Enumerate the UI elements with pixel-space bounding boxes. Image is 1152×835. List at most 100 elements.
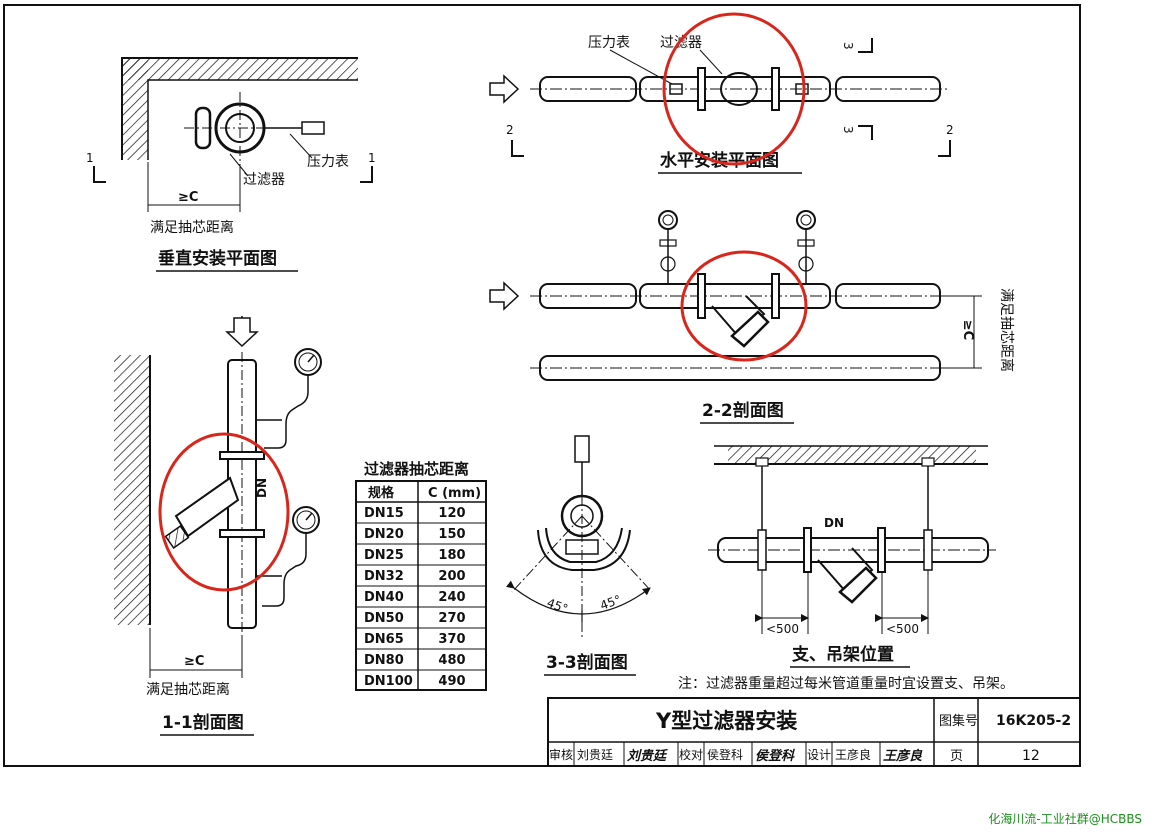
flange-sup-left <box>803 527 812 573</box>
gauge-tap-right <box>795 83 809 95</box>
gauge-tap-left <box>669 83 683 95</box>
y-body-33 <box>545 527 623 563</box>
dim-c-label: ≥C <box>178 190 198 205</box>
pressure-gauge-22-right-icon <box>796 210 816 230</box>
dim-c-label-11: ≥C <box>184 654 204 669</box>
review-label: 审核 <box>549 747 573 762</box>
table-grid <box>356 501 486 671</box>
wall-hatch-side <box>122 58 148 160</box>
section-cut-1-left <box>93 166 106 183</box>
table-cell-c: 370 <box>438 632 465 647</box>
flange-22-right <box>771 273 780 319</box>
flow-arrow-down-icon <box>225 317 259 348</box>
flow-arrow-right-icon-22 <box>489 281 520 311</box>
table-title: 过滤器抽芯距离 <box>364 460 469 478</box>
view-title-section-11: 1-1剖面图 <box>162 712 244 733</box>
table-cell-c: 120 <box>438 506 465 521</box>
atlas-number: 16K205-2 <box>996 713 1071 729</box>
gauge-33 <box>574 435 590 463</box>
section-mark-1-right: 1 <box>368 151 376 165</box>
page-number: 12 <box>1022 748 1040 764</box>
designer-signature: 王彦良 <box>883 748 923 764</box>
section-mark-2-right: 2 <box>946 123 954 137</box>
dim-text: 满足抽芯距离 <box>150 219 234 236</box>
flange-top <box>219 451 265 460</box>
page-label: 页 <box>950 749 963 764</box>
section-cut-1-right <box>360 166 373 183</box>
table-cell-spec: DN15 <box>364 506 404 521</box>
table-header-c: C (mm) <box>428 486 481 501</box>
section-mark-3-bottom: 3 <box>841 126 855 134</box>
dim-500-right-label: <500 <box>886 622 919 636</box>
angle-label-right: 45° <box>598 592 623 612</box>
table-cell-spec: DN65 <box>364 632 404 647</box>
table-cell-spec: DN50 <box>364 611 404 626</box>
table-cell-spec: DN25 <box>364 548 404 563</box>
table-cell-c: 490 <box>438 674 465 689</box>
ceiling-hatch <box>728 446 976 464</box>
label-dn-support: DN <box>824 516 844 530</box>
angle-label-left: 45° <box>545 596 570 616</box>
checker-name: 侯登科 <box>707 747 743 762</box>
table-cell-c: 180 <box>438 548 465 563</box>
label-pressure-gauge-h: 压力表 <box>588 35 630 51</box>
label-dn-11: DN <box>255 478 269 498</box>
sheet-border <box>3 4 1081 767</box>
wall-inner <box>147 79 358 160</box>
pressure-gauge-22-left-icon <box>658 210 678 230</box>
signature-row: 审核 刘贵廷 刘贵廷 校对 侯登科 侯登科 设计 王彦良 王彦良 <box>549 742 923 766</box>
view-title-vertical-plan: 垂直安装平面图 <box>158 248 277 269</box>
watermark: 化海川流-工业社群@HCBBS <box>988 812 1142 826</box>
strainer-cap-22 <box>730 310 770 348</box>
wall-hatch-11 <box>114 355 150 625</box>
atlas-label: 图集号 <box>939 713 978 729</box>
table-cell-spec: DN40 <box>364 590 404 605</box>
reviewer-signature: 刘贵廷 <box>627 748 668 764</box>
highlight-circle-11 <box>158 432 290 592</box>
label-filter-h: 过滤器 <box>660 35 702 51</box>
title-block: Y型过滤器安装 图集号 16K205-2 页 12 审核 刘贵廷 刘贵廷 校对 … <box>547 697 1081 767</box>
check-label: 校对 <box>679 747 703 762</box>
section-33-view: 45° 45° 3-3剖面图 <box>506 435 653 676</box>
design-label: 设计 <box>807 748 831 762</box>
flange-h-left <box>697 67 706 111</box>
wall-hatch <box>122 58 358 80</box>
checker-signature: 侯登科 <box>755 748 795 764</box>
view-title-section-22: 2-2剖面图 <box>702 400 784 421</box>
view-title-section-33: 3-3剖面图 <box>546 652 628 673</box>
flow-arrow-right-icon <box>489 74 520 104</box>
dim-text-11: 满足抽芯距离 <box>146 681 230 698</box>
table-cell-c: 270 <box>438 611 465 626</box>
section-22-view: ≥C 满足抽芯距离 2-2剖面图 <box>489 210 1015 424</box>
view-title-support: 支、吊架位置 <box>792 644 894 665</box>
table-header-spec: 规格 <box>368 485 395 501</box>
section-11-view: DN ≥C 满足抽芯距离 1-1剖面图 <box>114 316 322 736</box>
label-pressure-gauge: 压力表 <box>307 154 349 170</box>
wall-outline <box>121 57 358 160</box>
table-cell-spec: DN32 <box>364 569 404 584</box>
flange-22-left <box>697 273 706 319</box>
gauge-tube-upper <box>256 375 309 449</box>
label-filter: 过滤器 <box>243 172 285 188</box>
designer-name: 王彦良 <box>835 747 871 762</box>
dim-500-left-label: <500 <box>766 622 799 636</box>
vertical-install-plan: 过滤器 压力表 1 1 ≥C 满足抽芯距离 垂直安装平面图 <box>86 57 376 272</box>
horizontal-install-plan: 压力表 过滤器 2 2 3 3 水平安装平面图 <box>489 12 954 174</box>
highlight-circle-h <box>662 12 806 166</box>
table-cell-spec: DN100 <box>364 674 413 689</box>
table-cell-spec: DN20 <box>364 527 404 542</box>
section-mark-3-top: 3 <box>841 42 855 50</box>
flange-bottom <box>219 529 265 538</box>
view-title-horizontal-plan: 水平安装平面图 <box>660 150 779 171</box>
section-mark-1-left: 1 <box>86 151 94 165</box>
reviewer-name: 刘贵廷 <box>577 748 613 762</box>
dim-text-22: 满足抽芯距离 <box>998 288 1015 372</box>
support-position-view: DN <500 <500 支、吊架位置 <box>708 445 996 668</box>
highlight-circle-22 <box>680 250 808 362</box>
leader-filter <box>229 153 249 177</box>
table-cell-c: 200 <box>438 569 465 584</box>
flange-sup-right <box>877 527 886 573</box>
section-mark-2-left: 2 <box>506 123 514 137</box>
